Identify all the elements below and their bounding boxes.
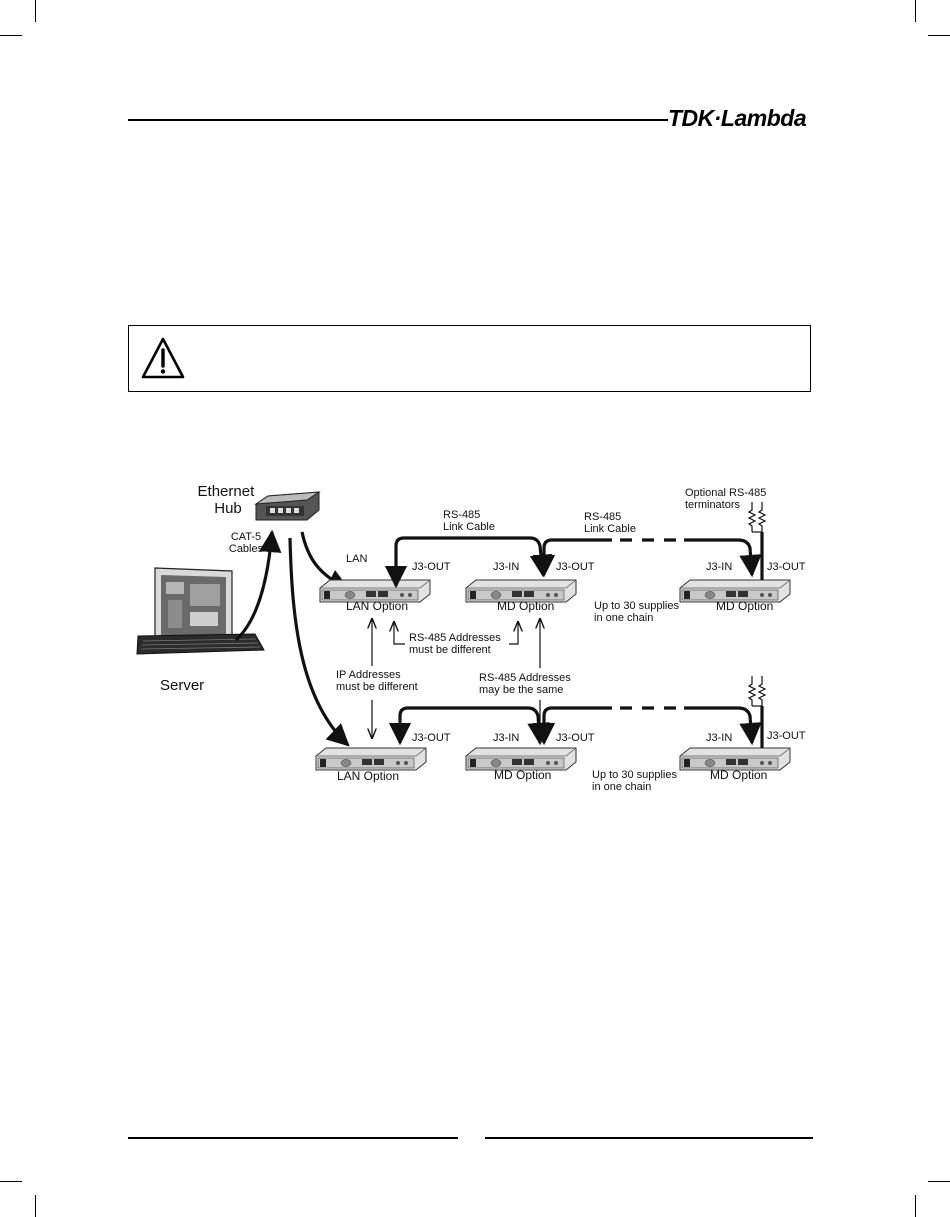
j3-in-label: J3-IN — [706, 732, 732, 744]
server-computer-icon — [136, 567, 265, 655]
j3-in-label: J3-IN — [493, 561, 519, 573]
power-supply-lan-2 — [315, 747, 427, 771]
j3-out-label: J3-OUT — [556, 561, 595, 573]
j3-in-label: J3-IN — [706, 561, 732, 573]
header-rule — [128, 119, 668, 121]
server-label: Server — [160, 677, 204, 694]
crop-mark — [35, 0, 36, 22]
lan-option-label: LAN Option — [337, 769, 399, 783]
footer-rule-left — [128, 1137, 458, 1139]
warning-triangle-icon — [141, 337, 185, 379]
md-option-label: MD Option — [494, 768, 551, 782]
power-supply-md-last-2 — [679, 747, 791, 771]
ethernet-hub-icon — [254, 491, 321, 521]
ethernet-hub-label-l2: Hub — [214, 500, 242, 517]
crop-mark — [915, 1195, 916, 1217]
crop-mark — [915, 0, 916, 22]
ethernet-hub-label: Ethernet Hub — [198, 483, 259, 517]
j3-out-label: J3-OUT — [556, 732, 595, 744]
md-option-label: MD Option — [497, 599, 554, 613]
crop-mark — [35, 1195, 36, 1217]
tdk-lambda-logo: TDK·Lambda — [668, 105, 807, 131]
j3-out-label: J3-OUT — [412, 561, 451, 573]
crop-mark — [0, 1181, 22, 1182]
j3-in-label: J3-IN — [493, 732, 519, 744]
md-option-label: MD Option — [710, 768, 767, 782]
footer-rule-right — [485, 1137, 813, 1139]
crop-mark — [0, 35, 22, 36]
j3-out-label: J3-OUT — [767, 561, 806, 573]
lan-label: LAN — [346, 553, 367, 565]
crop-mark — [928, 1181, 950, 1182]
crop-mark — [928, 35, 950, 36]
power-supply-md-2 — [465, 747, 577, 771]
ethernet-hub-label-l1: Ethernet — [198, 483, 256, 500]
lan-option-label: LAN Option — [346, 599, 408, 613]
warning-box — [128, 325, 811, 392]
j3-out-label: J3-OUT — [412, 732, 451, 744]
md-option-label: MD Option — [716, 599, 773, 613]
j3-out-label: J3-OUT — [767, 730, 806, 742]
